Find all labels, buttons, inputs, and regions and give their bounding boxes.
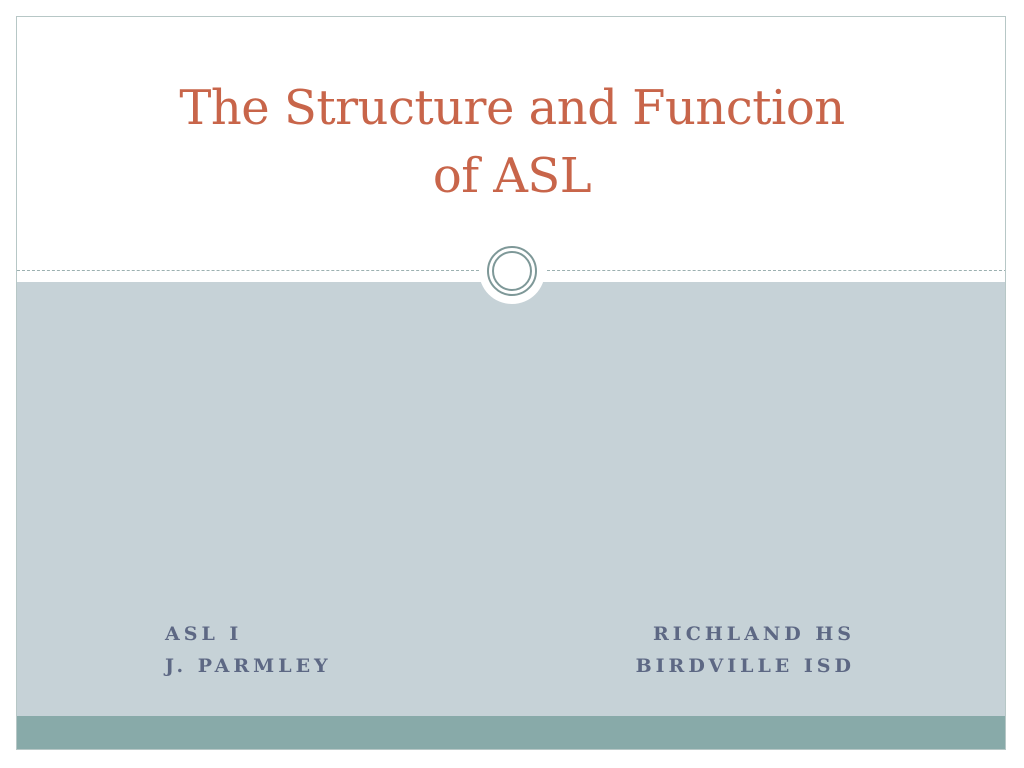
title-line-1: The Structure and Function bbox=[179, 80, 845, 136]
course-name: ASL I bbox=[165, 623, 243, 645]
school-name: RICHLAND HS bbox=[653, 623, 855, 645]
double-ring-medallion-icon bbox=[487, 246, 537, 296]
divider-dashed-left bbox=[17, 270, 479, 271]
footer-band bbox=[17, 716, 1005, 749]
slide: The Structure and Function of ASL ASL I … bbox=[16, 16, 1006, 750]
divider-dashed-right bbox=[547, 270, 1005, 271]
subtitle-band bbox=[17, 282, 1005, 717]
title-line-2: of ASL bbox=[432, 148, 592, 204]
subtitle-right: RICHLAND HS BIRDVILLE ISD bbox=[636, 618, 855, 682]
slide-title: The Structure and Function of ASL bbox=[17, 74, 1005, 210]
author-name: J. PARMLEY bbox=[165, 655, 332, 677]
subtitle-left: ASL I J. PARMLEY bbox=[165, 618, 332, 682]
district-name: BIRDVILLE ISD bbox=[635, 655, 855, 677]
